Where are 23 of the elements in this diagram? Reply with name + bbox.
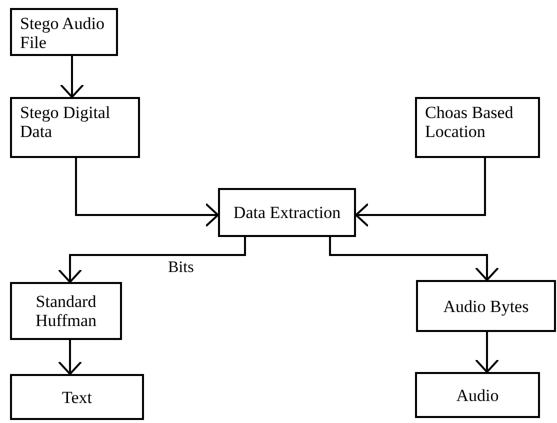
arrow (75, 158, 219, 227)
process-box (10, 8, 118, 56)
arrow (475, 332, 499, 373)
process-box (415, 97, 540, 158)
process-box (416, 280, 556, 332)
arrow (58, 340, 82, 375)
box-text: Stego Audio File (20, 14, 106, 52)
process-box (10, 282, 122, 340)
box-text: Stego Digital Data (20, 103, 112, 141)
arrow (60, 56, 84, 98)
arrow (329, 237, 499, 281)
arrow (355, 158, 486, 227)
process-box (10, 374, 144, 420)
box-text: Choas Based Location (425, 103, 514, 141)
arrow (58, 237, 246, 283)
box-text: Audio (456, 386, 499, 404)
box-text: Data Extraction (233, 203, 341, 222)
box-text: Audio Bytes (443, 296, 529, 316)
process-box (218, 188, 356, 237)
process-box (415, 372, 540, 418)
box-text: Standard Huffman (34, 292, 98, 330)
box-text: Text (62, 388, 92, 406)
process-box (10, 97, 140, 158)
